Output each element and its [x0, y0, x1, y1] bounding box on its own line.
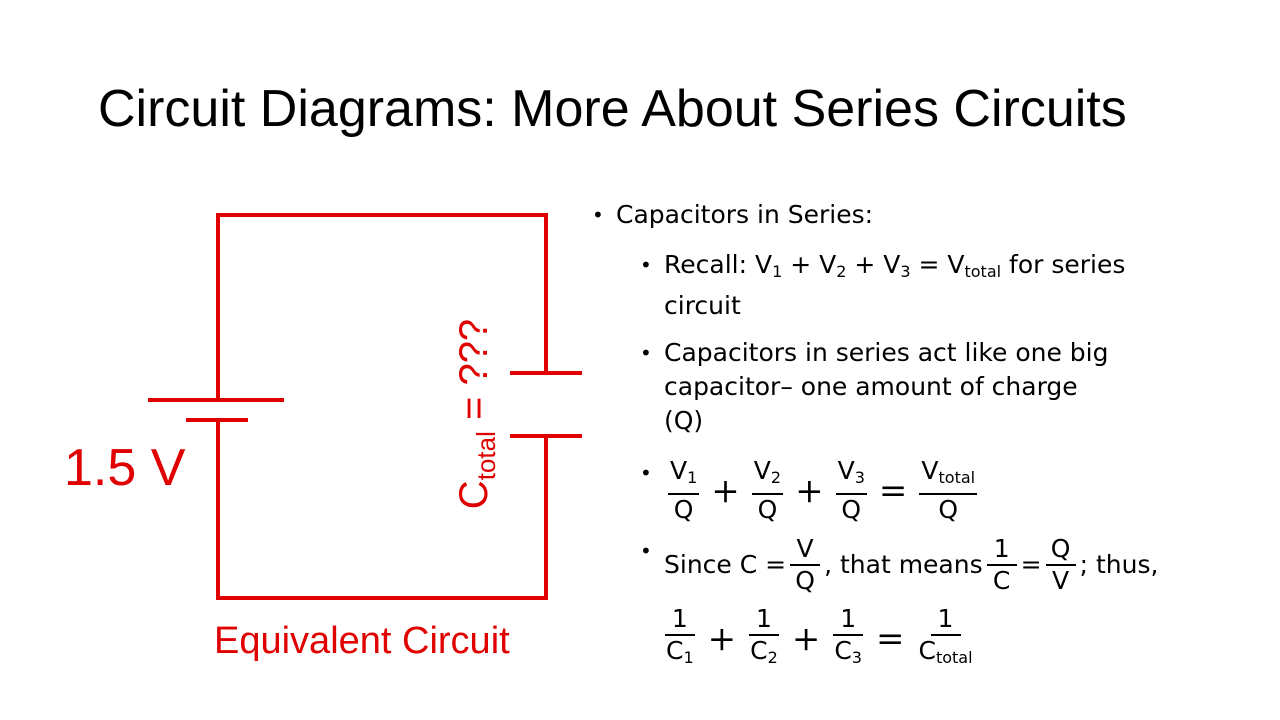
- equals-sign: =: [875, 618, 905, 659]
- plus-sign: +: [791, 618, 821, 659]
- bullet-since-c-equals: Since C = VQ , that means 1C = QV ; thus…: [640, 534, 1158, 596]
- plus-sign: +: [711, 470, 740, 511]
- bullet-recall: Recall: V1 + V2 + V3 = Vtotal for series…: [640, 248, 1224, 323]
- circuit-wire-left-top: [216, 213, 548, 402]
- battery-voltage-label: 1.5 V: [64, 439, 186, 497]
- equivalent-circuit-caption: Equivalent Circuit: [214, 620, 510, 662]
- plus-sign: +: [795, 470, 824, 511]
- bullet-capacitors-in-series: Capacitors in Series:: [592, 198, 873, 232]
- circuit-wire-left-bottom: [216, 418, 548, 600]
- plus-sign: +: [707, 618, 737, 659]
- fraction-v1-over-q: V1Q: [668, 456, 700, 524]
- bullet-one-big-capacitor: Capacitors in series act like one bigcap…: [640, 336, 1224, 438]
- slide-title: Circuit Diagrams: More About Series Circ…: [98, 79, 1127, 138]
- equals-sign: =: [878, 470, 908, 511]
